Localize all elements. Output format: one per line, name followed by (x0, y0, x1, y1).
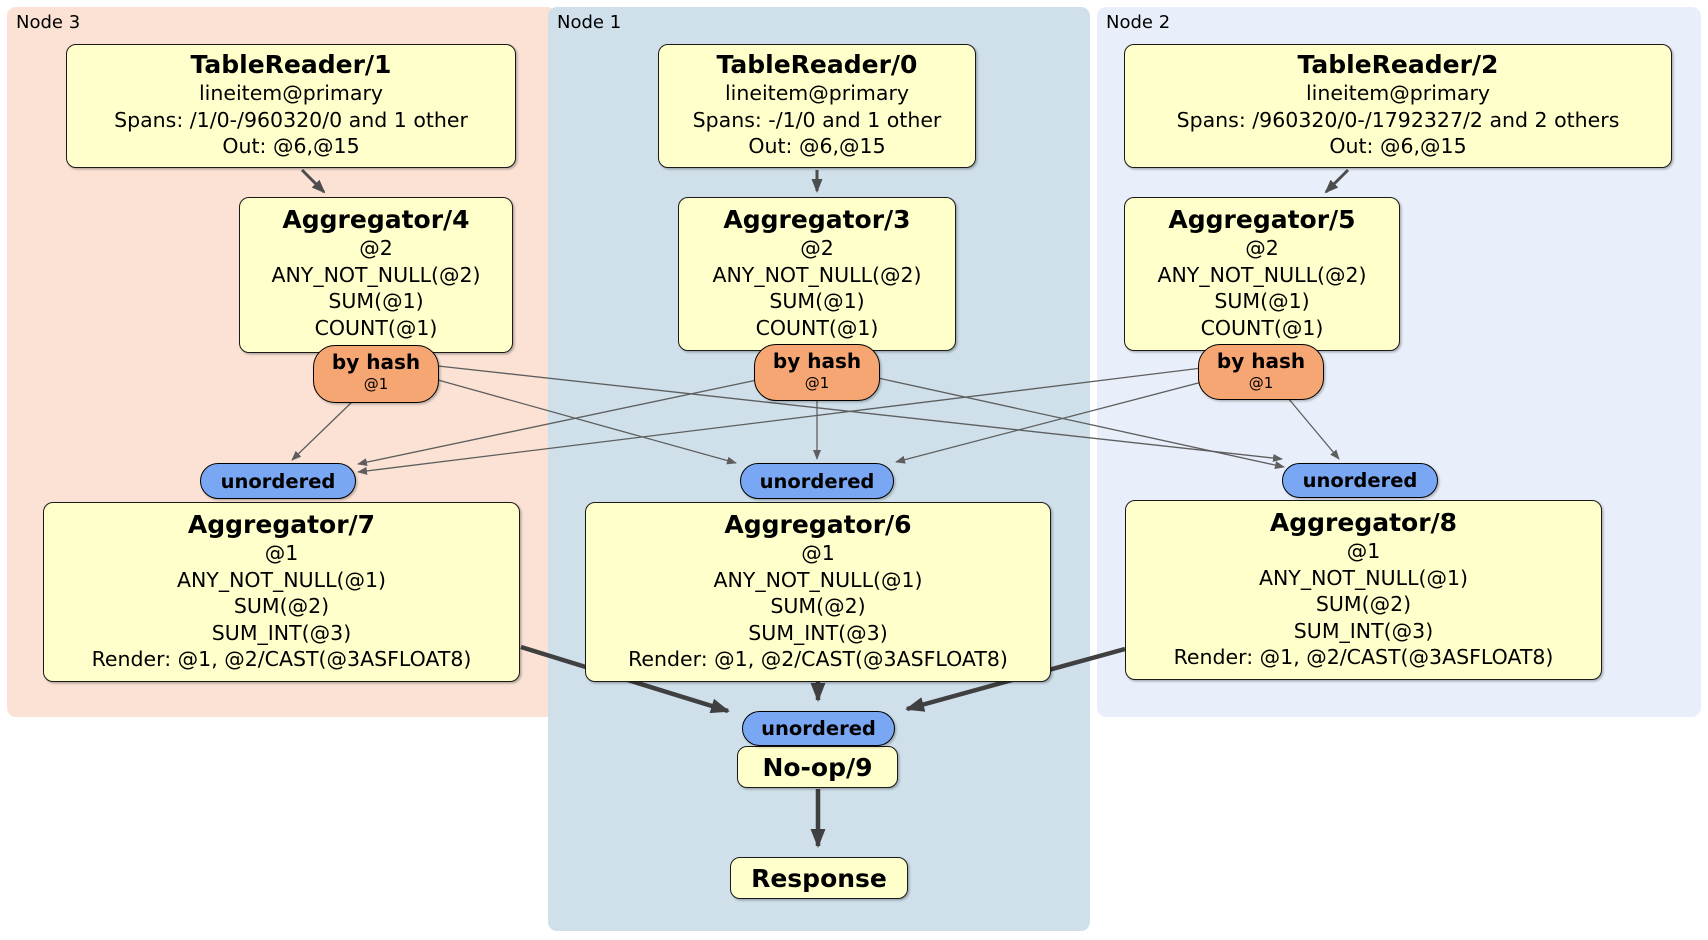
processor-detail: SUM_INT(@3) (211, 620, 352, 645)
processor-detail: Render: @1, @2/CAST(@3ASFLOAT8) (91, 647, 472, 671)
processor-detail: Render: @1, @2/CAST(@3ASFLOAT8) (1173, 645, 1554, 669)
edge-router-node3-sync-node3 (291, 401, 353, 461)
processor-detail: COUNT(@1) (755, 315, 879, 340)
hash-router-label: by hash (331, 350, 421, 374)
processor-title: No-op/9 (762, 752, 873, 782)
edge-router-node2-sync-node1 (895, 381, 1203, 464)
hash-router-node3: by hash @1 (313, 345, 439, 403)
processor-detail: lineitem@primary (724, 81, 910, 105)
processor-title: Aggregator/3 (723, 205, 911, 234)
panel-node-2-label: Node 2 (1106, 12, 1171, 33)
processor-detail: Render: @1, @2/CAST(@3ASFLOAT8) (628, 647, 1008, 671)
processor-detail: SUM_INT(@3) (1293, 618, 1434, 643)
hash-router-key: @1 (804, 374, 830, 392)
processor-aggregator-4: Aggregator/4 @2 ANY_NOT_NULL(@2) SUM(@1)… (239, 197, 513, 353)
processor-title: TableReader/0 (716, 50, 918, 79)
edge-router-node1-sync-node3 (357, 379, 758, 467)
processor-title: TableReader/1 (190, 50, 392, 79)
processor-detail: Spans: /1/0-/960320/0 and 1 other (114, 107, 468, 132)
processor-detail: COUNT(@1) (1200, 315, 1324, 340)
hash-router-key: @1 (363, 375, 389, 393)
processor-detail: SUM(@1) (1214, 289, 1310, 313)
processor-detail: SUM(@2) (1315, 592, 1412, 616)
hash-router-key: @1 (1248, 374, 1274, 392)
sync-unordered-final: unordered (742, 711, 895, 746)
processor-detail: ANY_NOT_NULL(@1) (713, 567, 923, 592)
processor-detail: COUNT(@1) (314, 315, 438, 340)
processor-tablereader-0: TableReader/0 lineitem@primary Spans: -/… (658, 44, 976, 168)
edge-router-node3-sync-node2 (437, 365, 1283, 462)
processor-title: Aggregator/4 (282, 205, 470, 234)
panel-node-3-label: Node 3 (16, 12, 81, 33)
processor-detail: SUM(@1) (769, 289, 865, 313)
processor-aggregator-6: Aggregator/6 @1 ANY_NOT_NULL(@1) SUM(@2)… (585, 502, 1051, 682)
processor-tablereader-2: TableReader/2 lineitem@primary Spans: /9… (1124, 44, 1672, 168)
processor-detail: SUM(@2) (233, 594, 330, 618)
processor-title: Response (751, 863, 887, 893)
processor-detail: ANY_NOT_NULL(@2) (712, 262, 922, 287)
processor-aggregator-7: Aggregator/7 @1 ANY_NOT_NULL(@1) SUM(@2)… (43, 502, 520, 682)
processor-detail: Spans: /960320/0-/1792327/2 and 2 others (1176, 107, 1620, 132)
processor-title: TableReader/2 (1297, 50, 1499, 79)
processor-detail: @1 (801, 541, 835, 565)
processor-aggregator-5: Aggregator/5 @2 ANY_NOT_NULL(@2) SUM(@1)… (1124, 197, 1400, 351)
edge-router-node3-sync-node1 (437, 379, 737, 465)
processor-title: Aggregator/7 (187, 510, 376, 539)
processor-detail: @2 (800, 236, 834, 260)
sync-unordered-node2: unordered (1282, 463, 1438, 498)
hash-router-node2: by hash @1 (1198, 344, 1324, 400)
edge-router-node2-sync-node3 (357, 367, 1203, 475)
processor-detail: SUM(@2) (770, 594, 866, 618)
hash-router-label: by hash (1216, 349, 1306, 373)
edge-tablereader1-aggregator4 (300, 168, 326, 194)
processor-title: Aggregator/6 (724, 510, 912, 539)
processor-detail: ANY_NOT_NULL(@2) (271, 262, 481, 287)
processor-detail: Out: @6,@15 (1329, 134, 1467, 158)
panel-node-1-label: Node 1 (557, 12, 622, 33)
processor-detail: Spans: -/1/0 and 1 other (692, 107, 942, 132)
processor-detail: Out: @6,@15 (748, 134, 886, 158)
sync-unordered-node3: unordered (200, 463, 356, 499)
processor-detail: Out: @6,@15 (222, 134, 360, 158)
processor-aggregator-3: Aggregator/3 @2 ANY_NOT_NULL(@2) SUM(@1)… (678, 197, 956, 351)
edge-router-node2-sync-node2 (1287, 397, 1340, 460)
hash-router-node1: by hash @1 (754, 344, 880, 401)
processor-detail: @1 (1346, 539, 1381, 563)
processor-tablereader-1: TableReader/1 lineitem@primary Spans: /1… (66, 44, 516, 168)
processor-detail: lineitem@primary (1305, 81, 1491, 105)
processor-aggregator-8: Aggregator/8 @1 ANY_NOT_NULL(@1) SUM(@2)… (1125, 500, 1602, 680)
sync-unordered-node1: unordered (740, 463, 894, 499)
response-node: Response (730, 857, 908, 899)
edge-tablereader2-aggregator5 (1324, 168, 1350, 194)
processor-title: Aggregator/8 (1269, 508, 1458, 537)
processor-noop-9: No-op/9 (737, 746, 898, 788)
processor-detail: lineitem@primary (198, 81, 384, 105)
processor-title: Aggregator/5 (1168, 205, 1356, 234)
hash-router-label: by hash (772, 349, 862, 373)
processor-detail: ANY_NOT_NULL(@2) (1157, 262, 1367, 287)
processor-detail: ANY_NOT_NULL(@1) (176, 567, 387, 592)
processor-detail: @2 (359, 236, 393, 260)
processor-detail: @2 (1245, 236, 1279, 260)
processor-detail: @1 (264, 541, 299, 565)
edge-router-node1-sync-node2 (877, 377, 1285, 469)
processor-detail: SUM(@1) (328, 289, 424, 313)
processor-detail: SUM_INT(@3) (748, 620, 888, 645)
processor-detail: ANY_NOT_NULL(@1) (1258, 565, 1469, 590)
